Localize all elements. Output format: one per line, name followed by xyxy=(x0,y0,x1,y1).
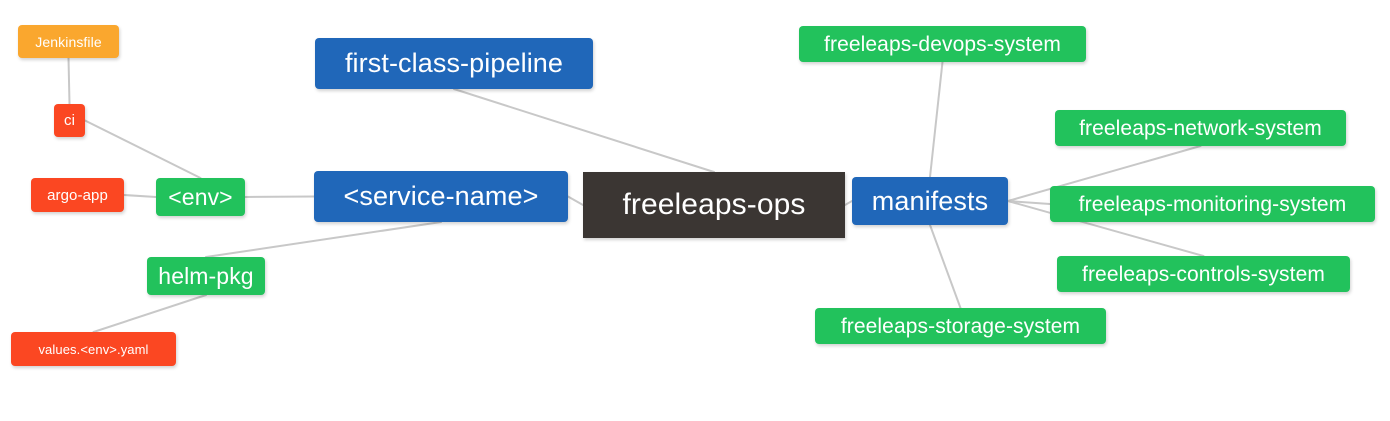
node-jenkinsfile[interactable]: Jenkinsfile xyxy=(18,25,119,58)
edge-env-to-ci xyxy=(84,119,202,179)
node-manifests[interactable]: manifests xyxy=(852,177,1008,225)
node-freeleaps-monitoring-system[interactable]: freeleaps-monitoring-system xyxy=(1050,186,1375,222)
edge-manifests-to-freeleaps-devops-system xyxy=(929,61,944,178)
node-freeleaps-ops[interactable]: freeleaps-ops xyxy=(583,172,845,238)
node-freeleaps-network-system[interactable]: freeleaps-network-system xyxy=(1055,110,1346,146)
edge-helm-pkg-to-values-env-yaml xyxy=(92,294,207,333)
node-env[interactable]: <env> xyxy=(156,178,245,216)
node-service-name[interactable]: <service-name> xyxy=(314,171,568,222)
node-argo-app[interactable]: argo-app xyxy=(31,178,124,212)
edge-service-name-to-helm-pkg xyxy=(205,221,442,258)
edge-service-name-to-env xyxy=(244,195,315,198)
node-first-class-pipeline[interactable]: first-class-pipeline xyxy=(315,38,593,89)
edge-ci-to-jenkinsfile xyxy=(67,57,71,105)
node-ci[interactable]: ci xyxy=(54,104,85,137)
node-helm-pkg[interactable]: helm-pkg xyxy=(147,257,265,295)
node-freeleaps-controls-system[interactable]: freeleaps-controls-system xyxy=(1057,256,1350,292)
node-values-env-yaml[interactable]: values.<env>.yaml xyxy=(11,332,176,366)
edge-freeleaps-ops-to-manifests xyxy=(844,200,853,206)
node-freeleaps-storage-system[interactable]: freeleaps-storage-system xyxy=(815,308,1106,344)
edge-freeleaps-ops-to-service-name xyxy=(567,195,584,206)
edge-manifests-to-freeleaps-storage-system xyxy=(929,224,962,309)
edge-env-to-argo-app xyxy=(123,194,157,198)
edge-manifests-to-freeleaps-monitoring-system xyxy=(1007,200,1051,205)
edge-freeleaps-ops-to-first-class-pipeline xyxy=(453,88,715,173)
node-freeleaps-devops-system[interactable]: freeleaps-devops-system xyxy=(799,26,1086,62)
